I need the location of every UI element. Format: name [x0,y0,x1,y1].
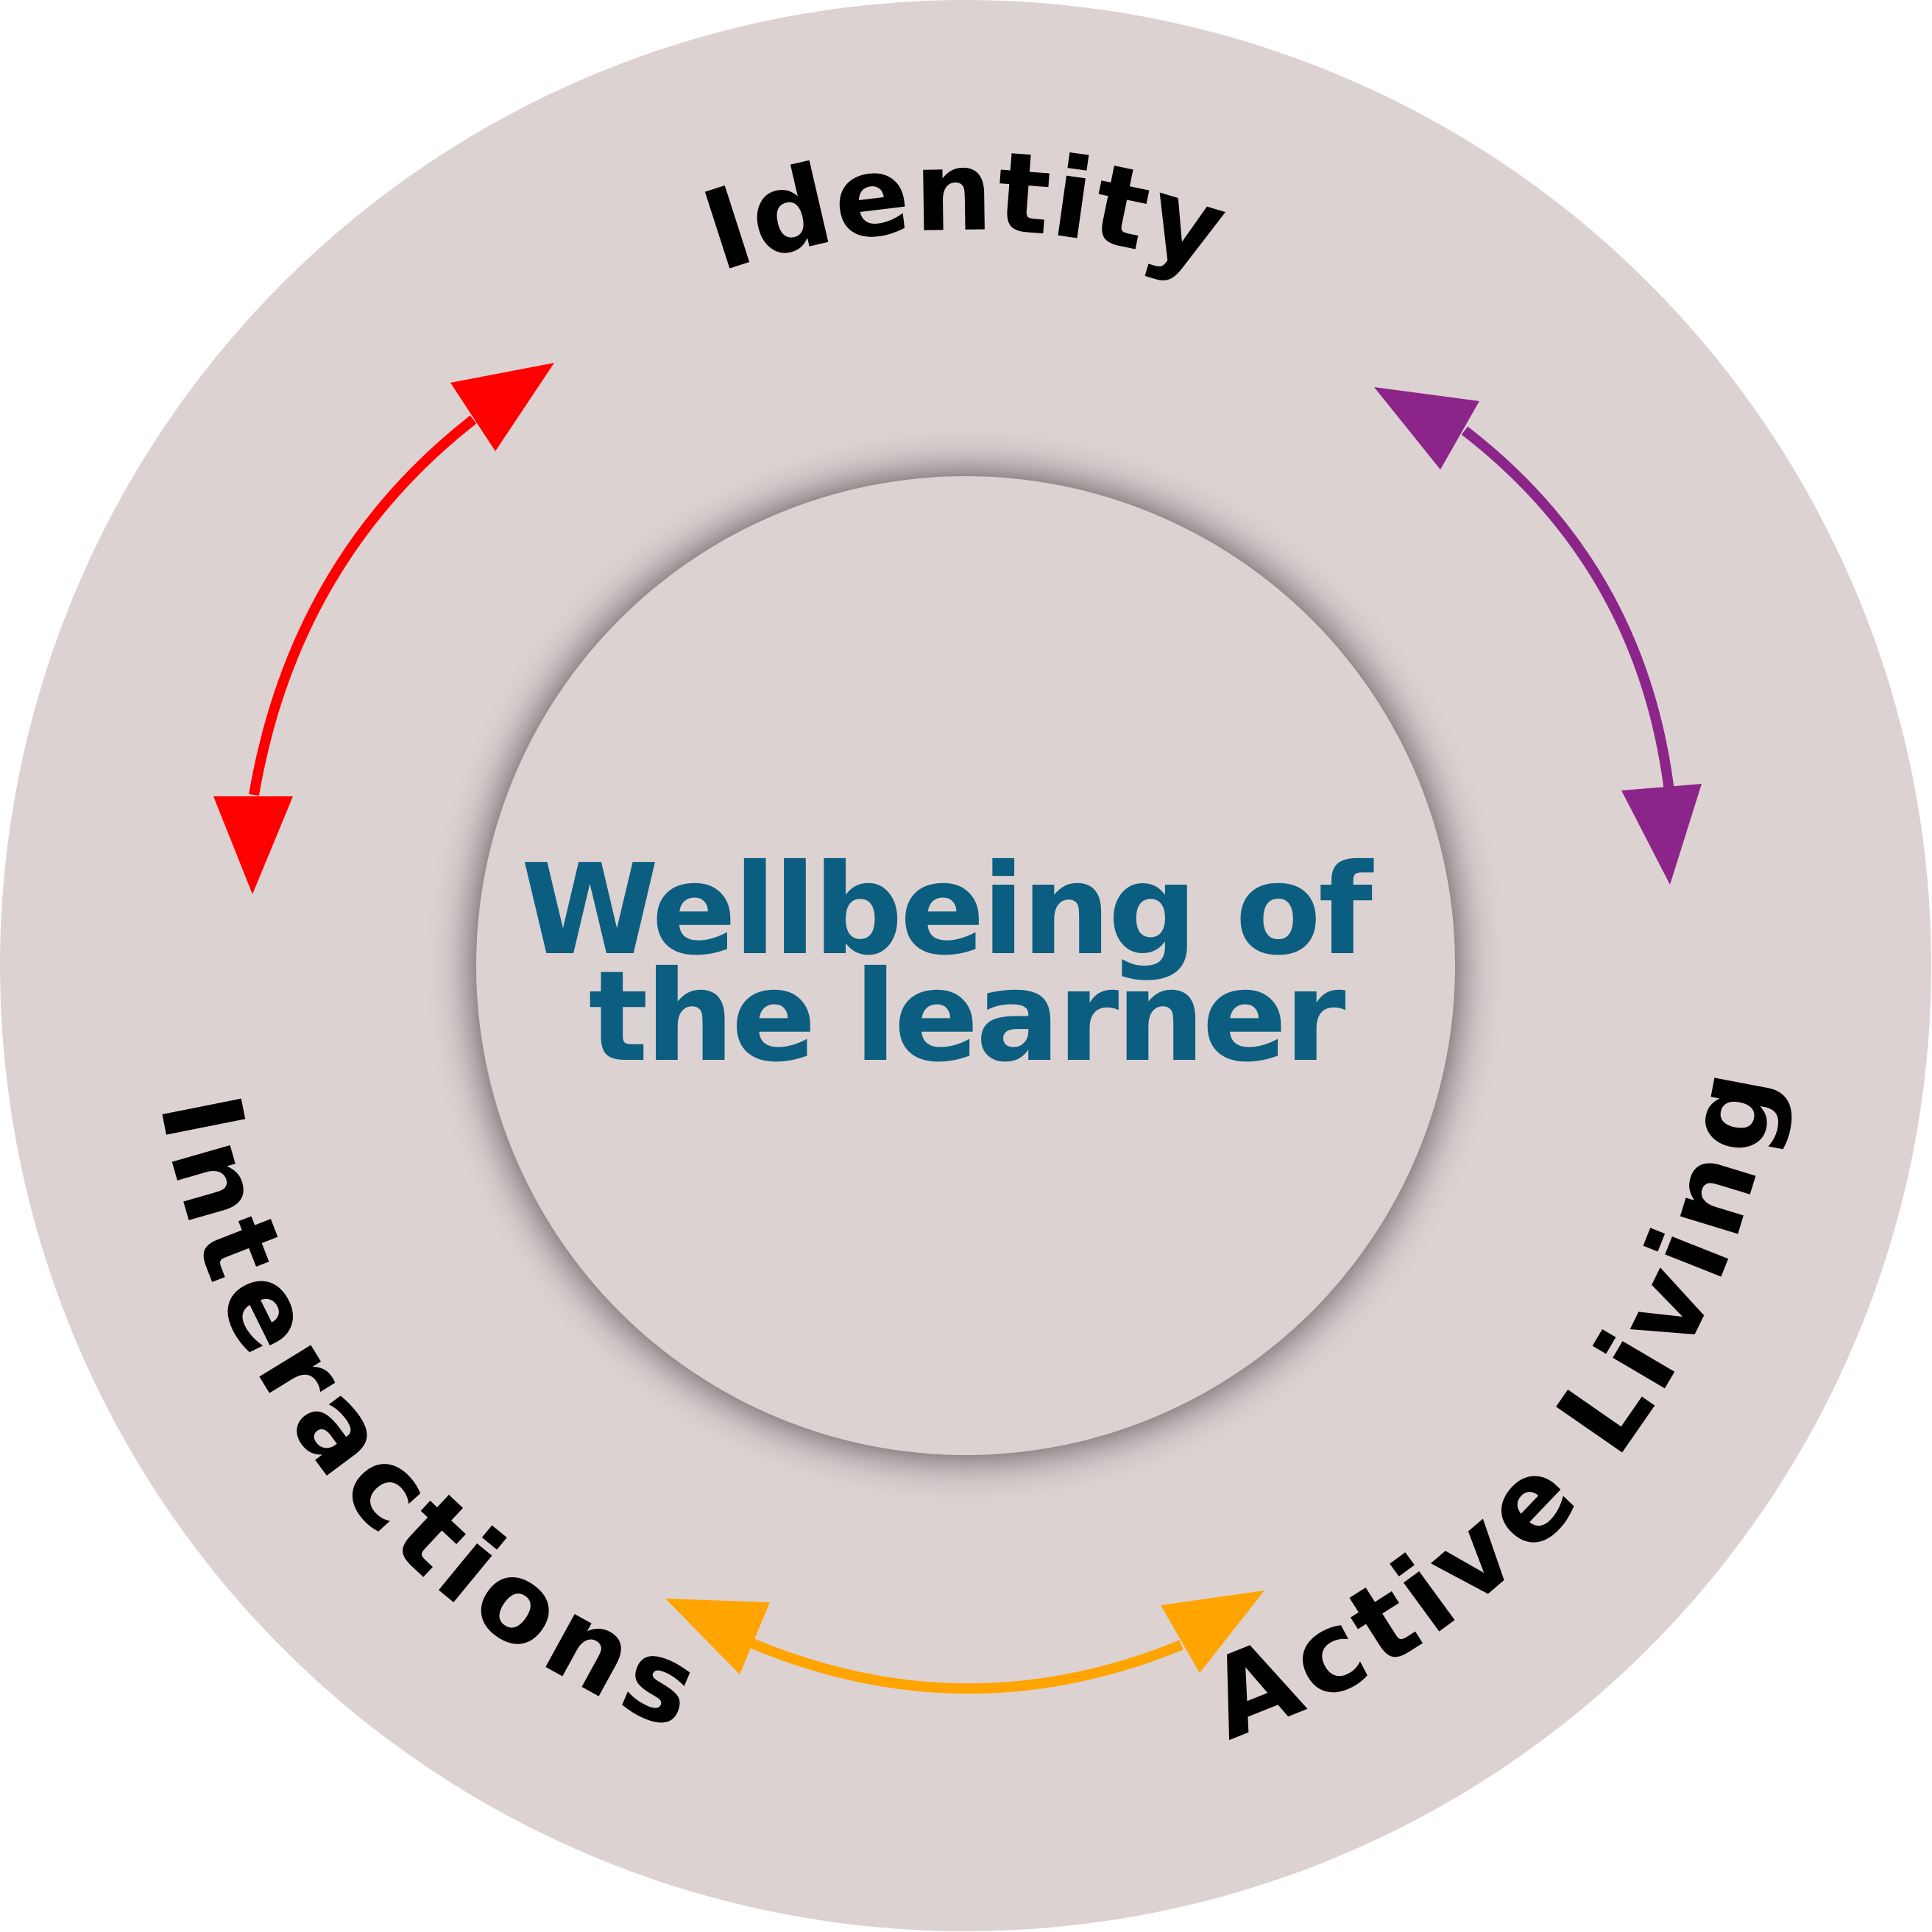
inner-circle [476,476,1455,1455]
arrowhead-left [665,1599,770,1674]
center-title-line1: Wellbeing of [521,838,1374,983]
arrowhead-down [213,796,293,894]
arrow-interactions-active-living [665,1590,1264,1694]
svg-text:Wellbeing of the learner: Wellbeing of the learner [521,838,1410,1090]
arrow-identity-interactions [213,363,554,894]
arrowhead-up-left [1374,387,1479,470]
arrowhead-down [1621,784,1702,885]
arrow-identity-active-living [1374,387,1702,885]
center-title-line2: the learner [588,944,1345,1090]
arrowhead-right [1161,1590,1264,1673]
arrowhead-up-right [450,363,554,451]
